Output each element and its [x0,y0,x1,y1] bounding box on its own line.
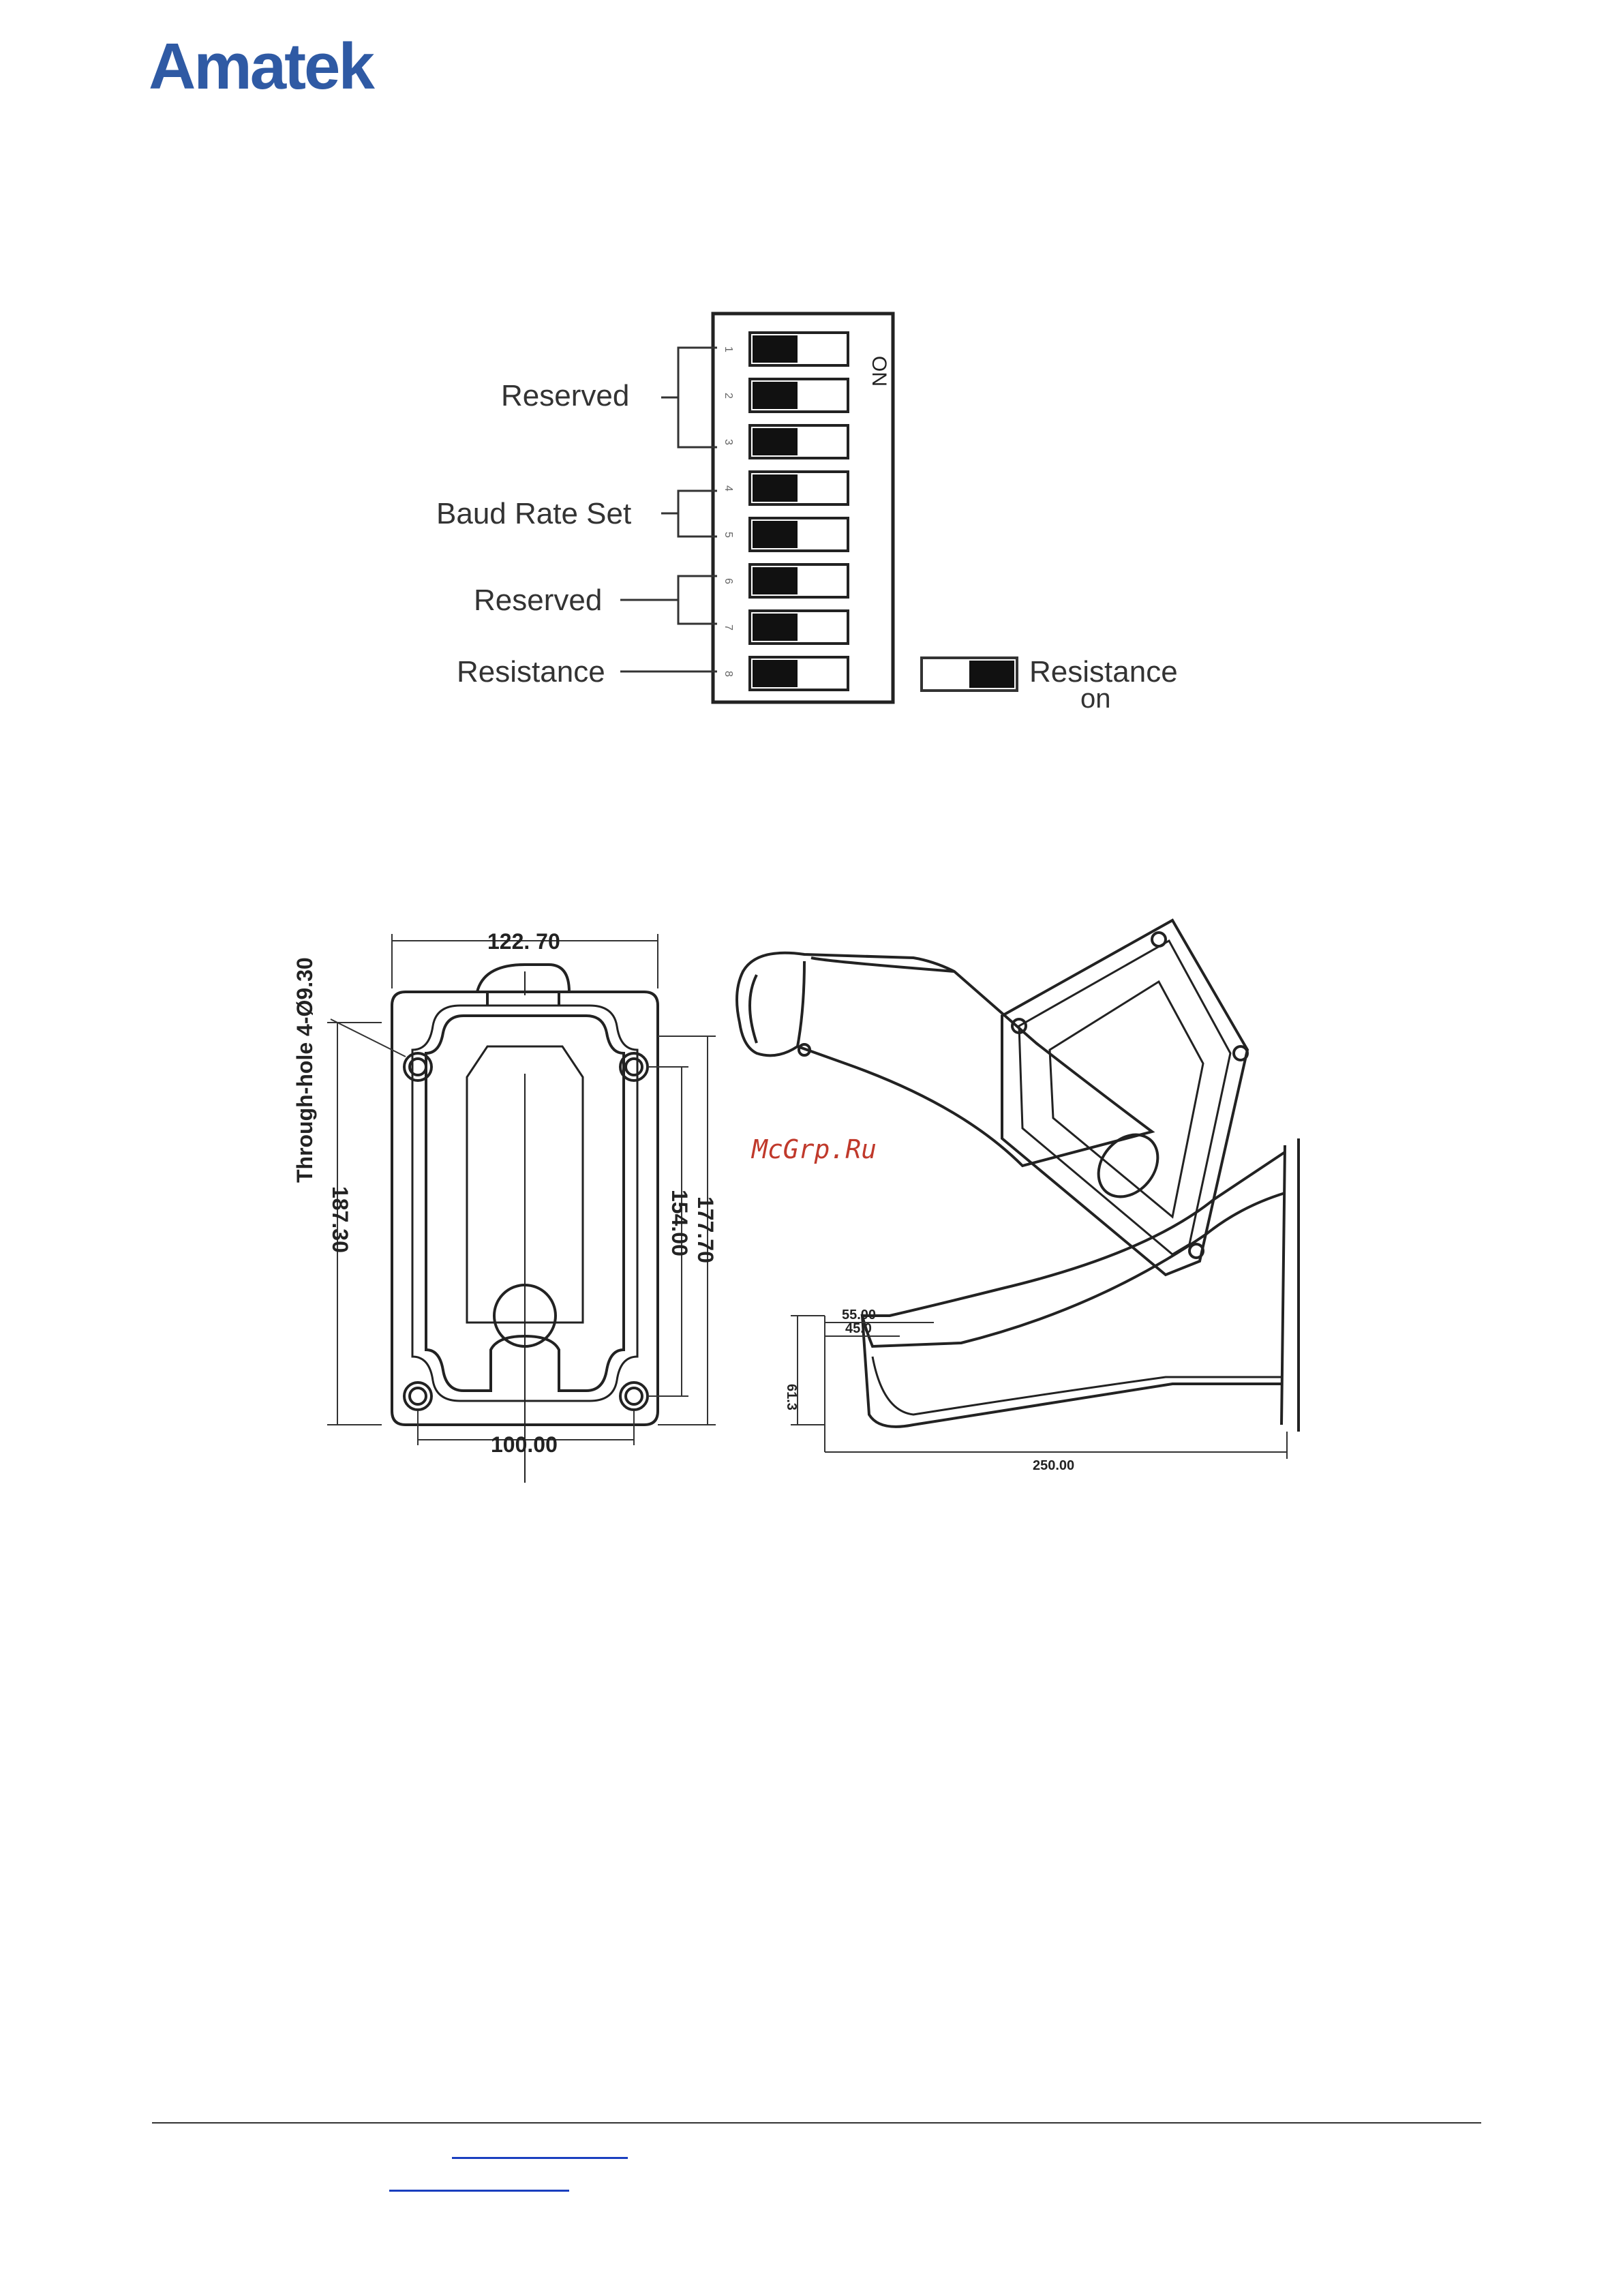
group-label-baud-rate: Baud Rate Set [436,497,631,530]
dip-switch-number: 7 [723,624,734,631]
dip-switch-number: 5 [723,532,734,538]
group-label-reserved-2: Reserved [474,584,602,617]
bracket-drawing: 122. 70 100.00 187.30 177.70 154.00 Thro… [279,907,1316,1493]
dim-right-height-inner: 154.00 [667,1190,692,1256]
footer-link-1[interactable] [452,2139,628,2159]
footer-link-2[interactable] [389,2172,569,2192]
dim-side-height: 61.3 [784,1384,799,1410]
dip-switch-number: 3 [723,439,734,445]
dim-top-width: 122. 70 [487,929,560,954]
dip-switch-number: 4 [723,485,734,492]
brand-logo: Amatek [149,34,373,100]
dim-bottom-width: 100.00 [491,1432,558,1457]
group-label-resistance: Resistance [457,655,605,689]
dim-through-hole: Through-hole 4-Ø9.30 [292,957,317,1183]
dim-side-top-2: 45.0 [845,1321,872,1336]
dim-side-top-1: 55.00 [842,1308,876,1323]
dip-on-label: ON [868,356,890,387]
resistance-legend-line2: on [1080,684,1111,714]
dim-right-height-outer: 177.70 [693,1196,718,1263]
footer-rule [152,2122,1481,2124]
dim-left-height: 187.30 [328,1186,352,1253]
dip-switch-diagram: ON 1 2 3 4 5 6 7 8 Reserved Baud Rate Set Reser… [409,300,1227,736]
group-label-reserved-1: Reserved [501,379,629,412]
dim-side-length: 250.00 [1033,1458,1074,1473]
dip-switch-number: 2 [723,393,734,399]
dip-switch-number: 1 [723,346,734,352]
dip-switch-number: 8 [723,671,734,677]
dip-switch-number: 6 [723,578,734,584]
watermark: McGrp.Ru [752,1134,877,1164]
